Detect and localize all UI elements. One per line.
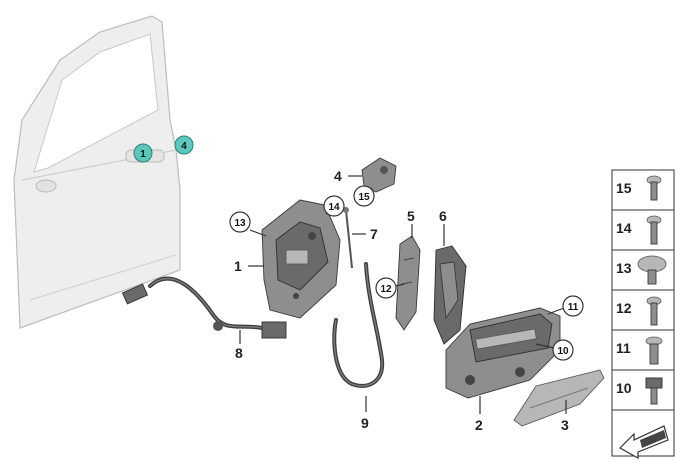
screw-icon <box>646 215 662 245</box>
door-lock-part-1 <box>261 199 341 319</box>
callout-3-label: 3 <box>561 417 569 433</box>
screw-icon <box>646 175 662 201</box>
circled-callout-11: 11 <box>547 295 584 317</box>
circled-callout-15: 15 <box>353 185 375 207</box>
table-row-15 <box>611 169 675 211</box>
table-row-12 <box>611 289 675 331</box>
svg-text:14: 14 <box>616 220 632 236</box>
callout-2-label: 2 <box>475 417 483 433</box>
handle-carrier-part-2 <box>445 307 561 399</box>
svg-text:11: 11 <box>616 340 631 356</box>
svg-text:12: 12 <box>616 300 632 316</box>
svg-text:14: 14 <box>328 202 340 213</box>
door-callout-4: 4 <box>174 135 194 155</box>
door-panel <box>13 15 181 329</box>
callout-8-label: 8 <box>235 345 243 361</box>
arrow-icon <box>619 425 669 460</box>
rod-part-7 <box>343 207 353 269</box>
svg-text:1: 1 <box>140 149 146 160</box>
bracket-part-5 <box>395 235 421 331</box>
circled-callout-13: 13 <box>229 211 267 237</box>
callout-7-label: 7 <box>370 226 378 242</box>
circled-callout-12: 12 <box>375 277 405 299</box>
screw-icon <box>645 336 663 365</box>
fastener-table: 15 14 13 12 11 10 <box>611 169 675 460</box>
svg-text:10: 10 <box>616 380 632 396</box>
callout-6-label: 6 <box>439 208 447 224</box>
callout-1-label: 1 <box>234 258 242 274</box>
door-callout-1: 1 <box>133 143 153 163</box>
cable-part-8 <box>121 276 287 339</box>
callout-5-label: 5 <box>407 208 415 224</box>
outer-handle-part-3 <box>513 369 605 427</box>
svg-text:15: 15 <box>616 180 632 196</box>
bracket-part-6 <box>433 245 467 345</box>
callout-9-label: 9 <box>361 415 369 431</box>
table-row-11 <box>611 329 675 371</box>
svg-text:11: 11 <box>568 302 579 313</box>
svg-text:4: 4 <box>181 141 187 152</box>
svg-text:10: 10 <box>557 346 569 357</box>
svg-text:13: 13 <box>616 260 632 276</box>
table-row-14 <box>611 209 675 251</box>
nut-bolt-icon <box>645 377 663 405</box>
svg-text:12: 12 <box>380 284 392 295</box>
circled-callout-14: 14 <box>323 195 345 217</box>
cable-part-9 <box>332 262 385 388</box>
circled-callout-10: 10 <box>535 339 574 361</box>
svg-text:15: 15 <box>358 192 370 203</box>
callout-4-label: 4 <box>334 168 342 184</box>
bolt-icon <box>637 255 667 285</box>
screw-icon <box>646 296 662 326</box>
svg-text:13: 13 <box>234 218 246 229</box>
